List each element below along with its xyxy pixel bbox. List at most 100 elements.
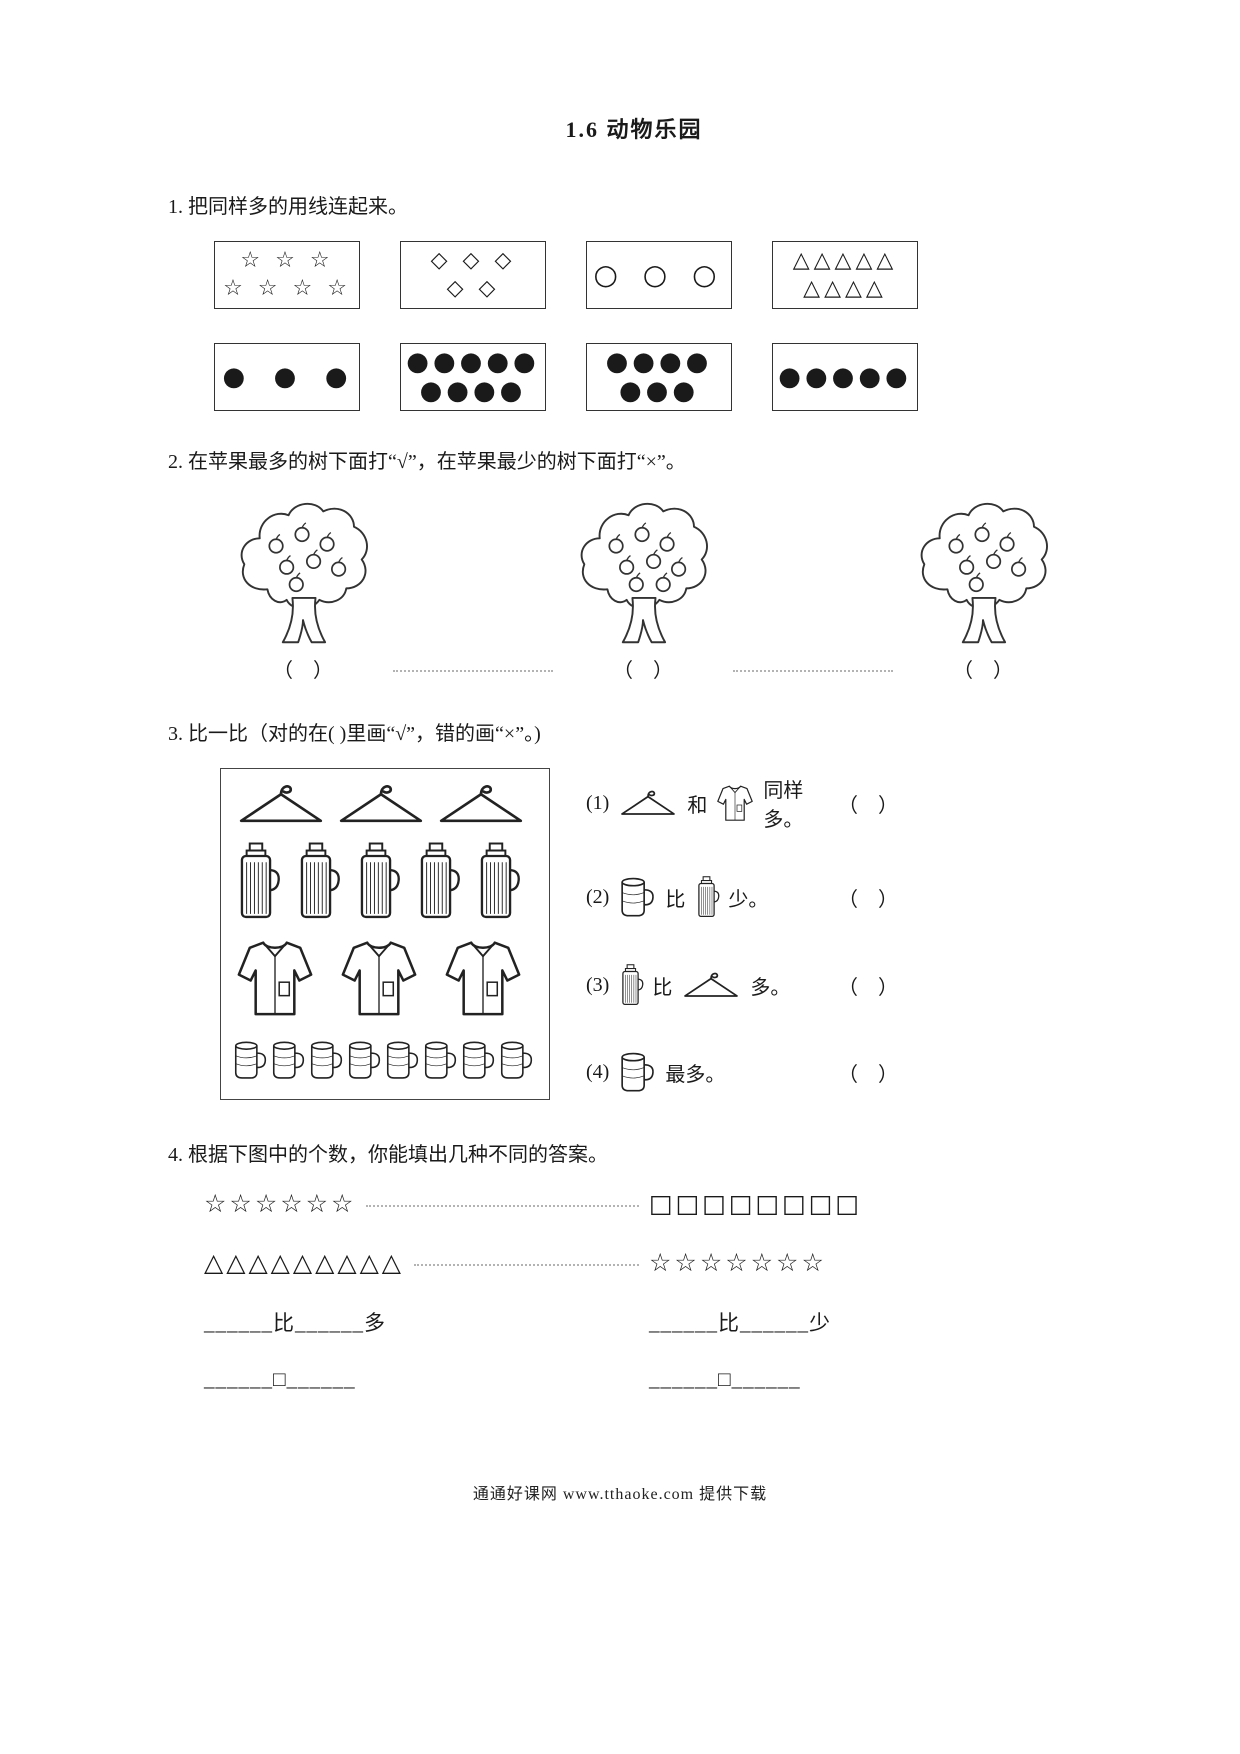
thermos-icon <box>291 840 341 922</box>
apple-stem <box>635 572 641 579</box>
q1-bottom-row: ● ● ●●●●●●●●●●●●●●●●●●●●●● <box>214 343 1100 411</box>
q1-top-row: ☆ ☆ ☆☆ ☆ ☆ ☆◇ ◇ ◇◇ ◇○ ○ ○△△△△△△△△△ <box>214 241 1100 309</box>
star-row-2: ☆☆☆☆☆☆☆ <box>649 1248 827 1277</box>
coat-icon <box>715 782 755 824</box>
q3-row-thermoss <box>231 840 539 922</box>
cup-icon <box>345 1033 383 1087</box>
shape-box-stars-7: ☆ ☆ ☆ ☆ ☆ ☆ ☆ <box>214 241 360 309</box>
tree-canopy <box>920 502 1048 610</box>
q3-item-number: (3) <box>586 973 610 996</box>
thermos-icon <box>617 962 644 1008</box>
hanger-icon <box>431 781 531 827</box>
dotted-leader <box>733 669 893 672</box>
apple-stem <box>641 522 647 529</box>
apple-stem <box>301 522 307 529</box>
cup-icon <box>617 1050 657 1094</box>
q3-picture-box <box>220 768 550 1100</box>
symbol-blank-left: ______□______ <box>204 1367 356 1391</box>
q4-row3-left: ______比______多 <box>204 1307 649 1337</box>
q4-row4-right: ______□______ <box>649 1367 1100 1392</box>
shape-glyph-row: ◇ ◇ <box>446 276 500 301</box>
compare-blank-less: ______比______少 <box>649 1311 831 1335</box>
q3-item-text: 少。 <box>728 888 769 911</box>
q4-row3-right: ______比______少 <box>649 1307 1100 1337</box>
coat-icon <box>439 936 527 1020</box>
q4-row2-right: ☆☆☆☆☆☆☆ <box>649 1248 1100 1277</box>
tree-canopy <box>580 502 708 610</box>
dotted-leader <box>414 1263 639 1266</box>
tree-trunk <box>281 597 327 644</box>
q3-item-text: 和 <box>687 794 708 817</box>
shape-glyph-row: ◇ ◇ ◇ <box>430 248 516 273</box>
apple <box>619 559 635 575</box>
q3-answer-blank: （ ） <box>838 1063 898 1086</box>
q3-item-1: (1)和同样多。（ ） <box>586 774 898 832</box>
cup-icon <box>459 1033 497 1087</box>
apple-tree-3 <box>920 502 1048 644</box>
apple <box>268 538 284 554</box>
q3-item-number: (2) <box>586 885 610 908</box>
q3-row-cups <box>231 1033 539 1087</box>
hanger-icon <box>617 788 679 818</box>
cup-icon <box>307 1033 345 1087</box>
dotted-leader <box>366 1204 639 1207</box>
shape-glyph-row: ●●●●● <box>406 347 540 377</box>
shape-glyph-row: ●●●● <box>419 376 527 406</box>
q3-item-number: (1) <box>586 791 610 814</box>
shape-box-triangles-9: △△△△△△△△△ <box>772 241 918 309</box>
apple <box>670 561 687 577</box>
apple <box>294 526 310 543</box>
q3-item-number: (4) <box>586 1060 610 1083</box>
apple <box>1010 561 1027 577</box>
q4-prompt: 4. 根据下图中的个数，你能填出几种不同的答案。 <box>168 1144 608 1166</box>
shape-glyph-row: △△△△△ <box>792 248 898 273</box>
apple-stem <box>626 555 631 561</box>
apple-stem <box>326 531 332 538</box>
apple <box>948 538 964 554</box>
q3-answer-blank: （ ） <box>838 976 898 999</box>
q2-prompt: 2. 在苹果最多的树下面打“√”，在苹果最少的树下面打“×”。 <box>168 451 686 473</box>
q3-prompt: 3. 比一比（对的在( )里画“√”，错的画“×”。) <box>168 723 541 745</box>
apple <box>985 553 1002 570</box>
q3-item-text: 最多。 <box>665 1063 726 1086</box>
shape-glyph-row: △△△△ <box>803 276 887 301</box>
apple-stem <box>955 533 961 540</box>
q3-answer-blank: （ ） <box>838 794 898 817</box>
apple <box>279 559 295 575</box>
thermos-icon <box>411 840 461 922</box>
apple-stem <box>652 549 658 555</box>
apple-stem <box>1017 556 1023 563</box>
q3-item-2: (2)比少。（ ） <box>586 874 898 920</box>
shape-glyph-row: ☆ ☆ ☆ ☆ <box>223 276 351 301</box>
apple-stem <box>975 572 981 579</box>
apple <box>305 553 322 570</box>
cup-icon <box>383 1033 421 1087</box>
star-row: ☆☆☆☆☆☆ <box>204 1189 357 1218</box>
apple-stem <box>337 556 343 563</box>
q3-item-text: 比 <box>652 976 673 999</box>
shape-glyph-row: ● ● ● <box>222 361 352 392</box>
apple <box>655 576 671 593</box>
apple-stem <box>312 549 318 555</box>
apple <box>319 536 335 552</box>
q4-row4-left: ______□______ <box>204 1367 649 1392</box>
shape-glyph-row: ●●● <box>618 376 700 406</box>
q4-row2-left: △△△△△△△△△ <box>204 1248 649 1277</box>
hanger-icon <box>680 970 742 1000</box>
thermos-icon <box>693 874 720 920</box>
hanger-icon <box>331 781 431 827</box>
thermos-icon <box>471 840 521 922</box>
q3-items: (1)和同样多。（ ）(2)比少。（ ）(3)比多。（ ）(4)最多。（ ） <box>586 768 898 1100</box>
q4-row1-left: ☆☆☆☆☆☆ <box>204 1189 649 1218</box>
hanger-icon <box>231 781 331 827</box>
q3-row-coats <box>231 936 539 1020</box>
shape-glyph-row: ☆ ☆ ☆ <box>240 248 334 273</box>
shape-glyph-row: ●●●●● <box>778 361 912 392</box>
q2-answer-blank-2: （ ） <box>613 660 673 682</box>
apple-tree-1 <box>240 502 368 644</box>
apple <box>330 561 347 577</box>
q3-row-hangers <box>231 781 539 827</box>
apple-stem <box>1006 531 1012 538</box>
apple <box>974 526 990 543</box>
shape-box-dots-7: ●●●●●●● <box>586 343 732 411</box>
